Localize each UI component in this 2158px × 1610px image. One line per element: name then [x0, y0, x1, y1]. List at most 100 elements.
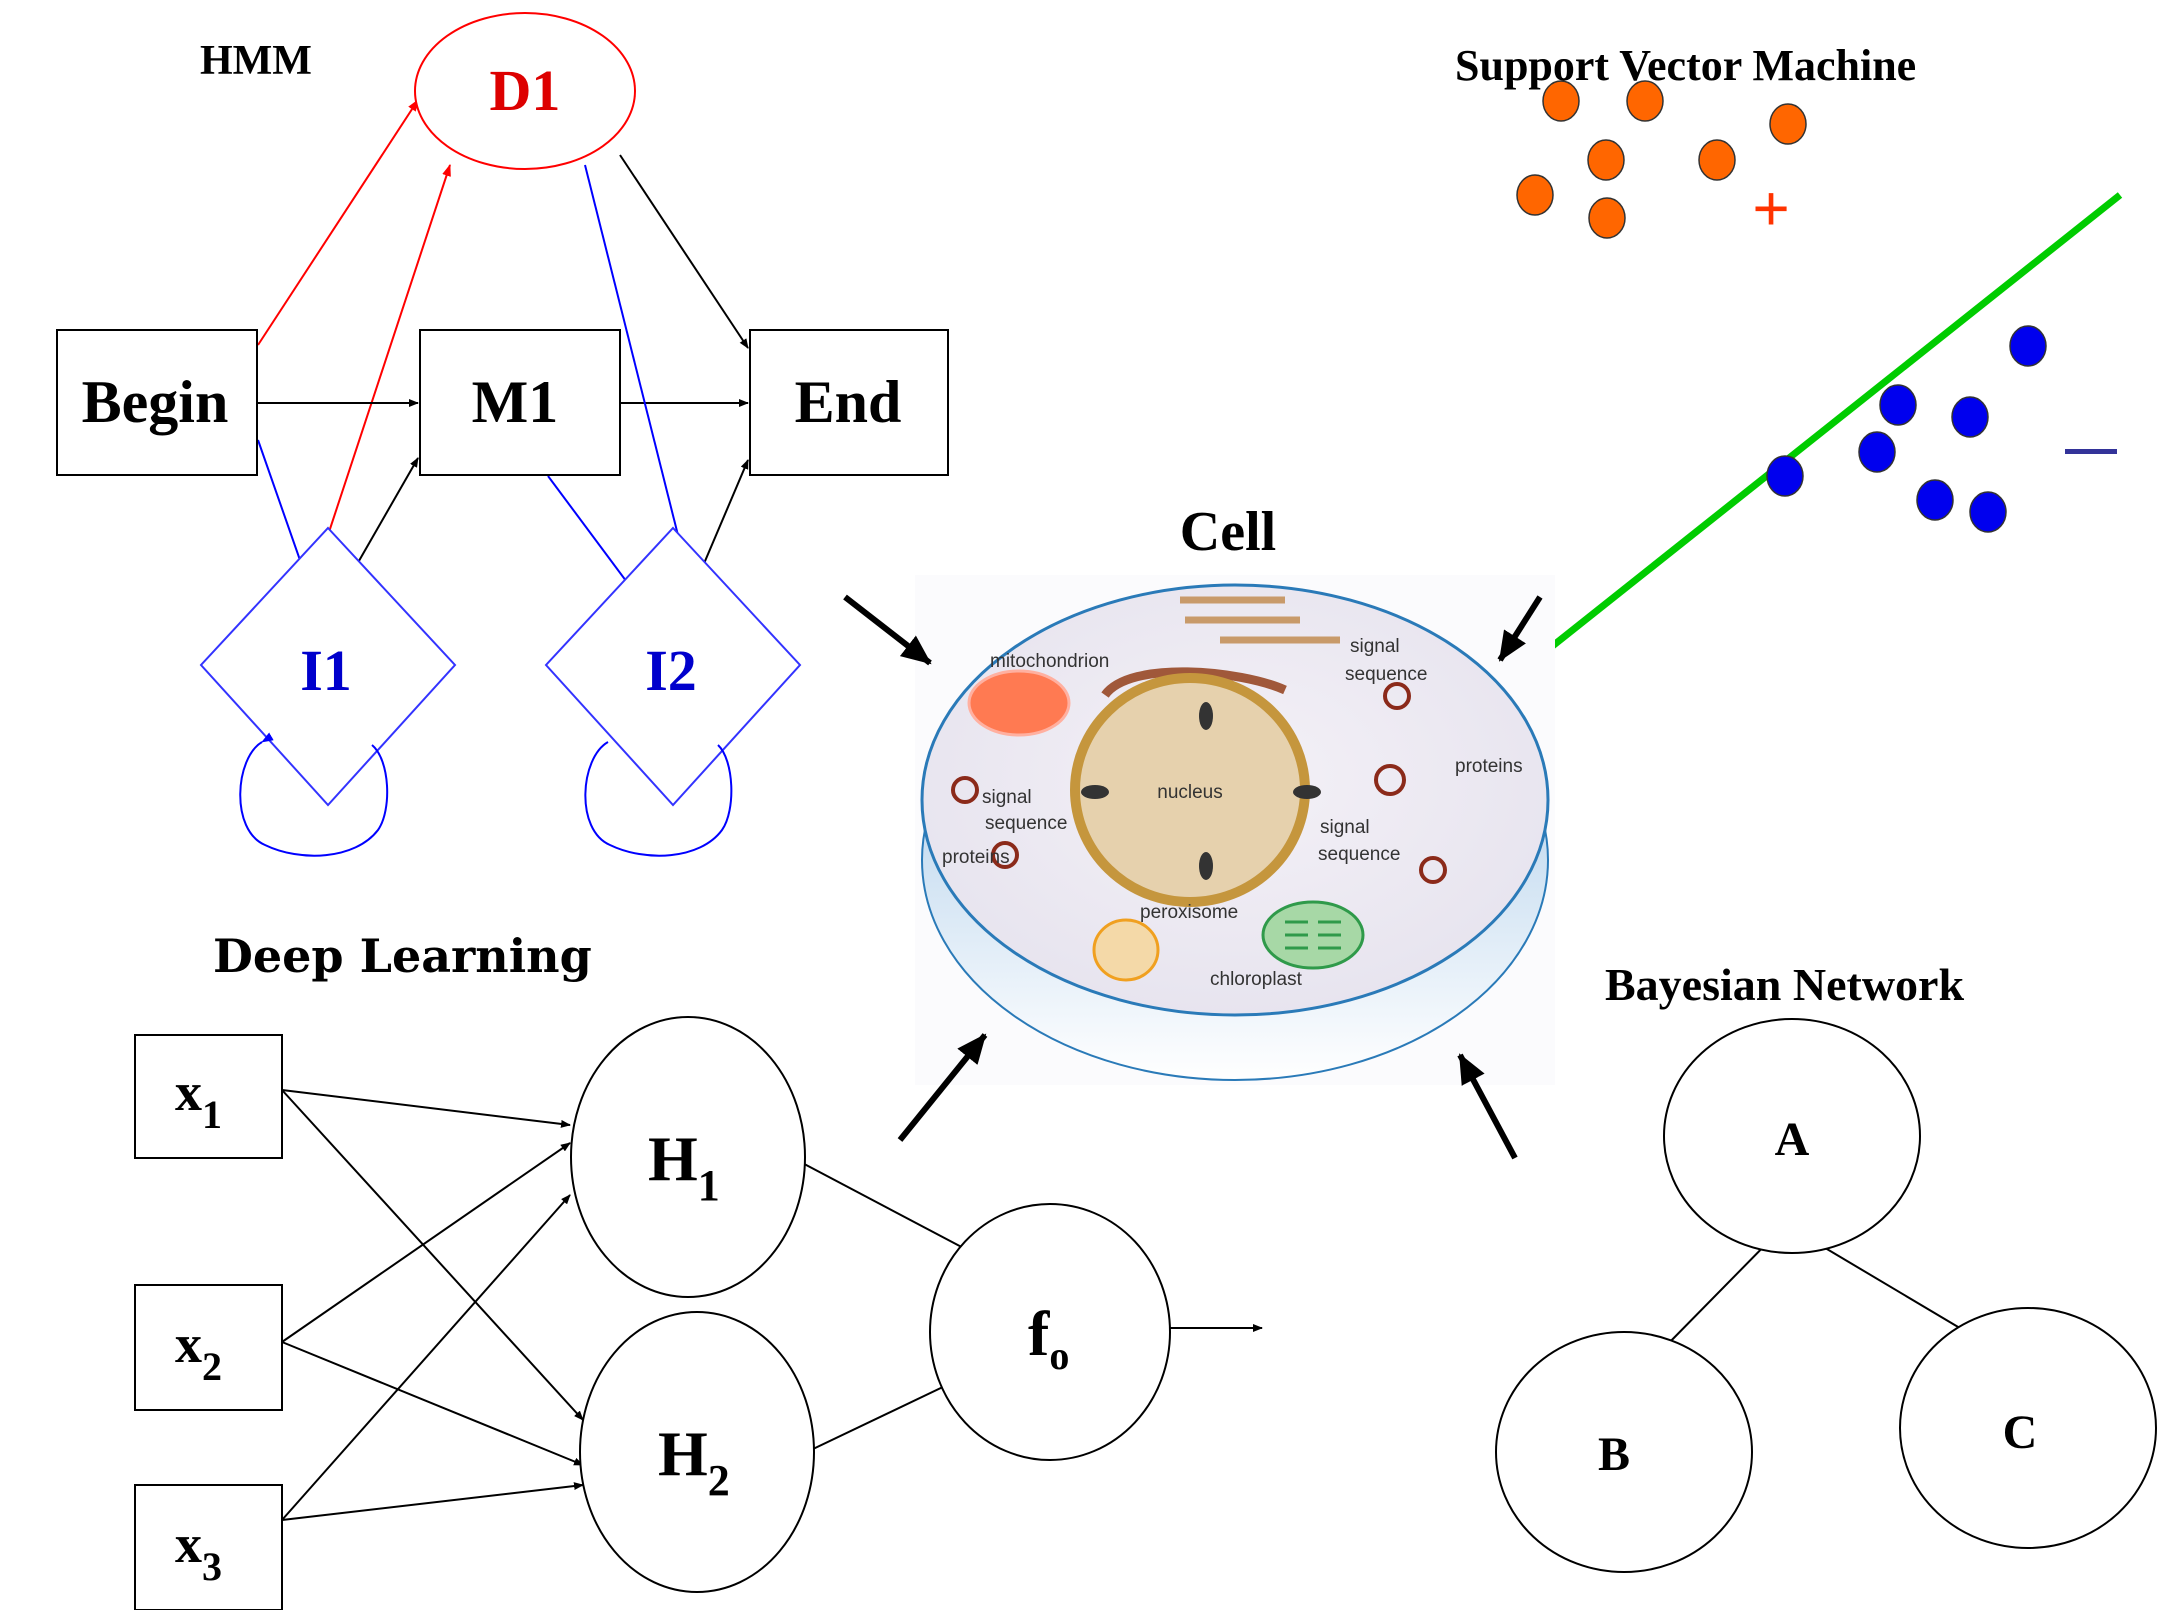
edge-x3-h2 [281, 1482, 584, 1521]
cell-label-chloroplast: chloroplast [1210, 969, 1303, 990]
svg-text:x3: x3 [175, 1514, 222, 1589]
i1-label: I1 [300, 638, 352, 703]
negative-point [1916, 479, 1954, 521]
bn-node-c: C [1899, 1307, 2157, 1549]
edge-d1-end [619, 154, 749, 349]
edge-h1-fo [773, 1147, 991, 1263]
dl-hidden-h2: H2 [579, 1311, 815, 1593]
svg-text:H1: H1 [648, 1123, 720, 1210]
cell-label-signal-top: signal [1350, 636, 1400, 657]
dl-edges [281, 1089, 1263, 1521]
svg-text:x1: x1 [175, 1062, 222, 1137]
negative-point [1879, 384, 1917, 426]
positive-point [1516, 174, 1554, 216]
dl-output-fo: fo [929, 1203, 1171, 1461]
i1-self-loop [239, 732, 389, 857]
bn-label-a: A [1775, 1113, 1810, 1166]
edge-x2-h1 [281, 1142, 571, 1343]
x2-base: x [175, 1314, 202, 1374]
bayesian-network-panel: Bayesian Network [1495, 959, 2157, 1573]
edge-m1-i2 [547, 475, 639, 598]
m1-label: M1 [472, 369, 559, 435]
edge-i1-m1 [347, 457, 419, 581]
hmm-title: HMM [200, 38, 312, 84]
svg-text:H2: H2 [658, 1418, 730, 1505]
d1-label: D1 [490, 58, 561, 123]
dl-hidden-h1: H1 [570, 1016, 806, 1298]
cell-label-sequence-top: sequence [1345, 664, 1427, 685]
bayesian-network-title: Bayesian Network [1605, 959, 1964, 1010]
x1-sub: 1 [202, 1092, 222, 1137]
x3-sub: 3 [202, 1544, 222, 1589]
cell-label-signal-right: signal [1320, 817, 1370, 838]
edge-i1-d1 [327, 164, 451, 536]
cell-label-signal-left: signal [982, 787, 1032, 808]
cell-panel: Cell mitochondrion nucleus peroxisome ch… [843, 501, 1555, 1160]
edge-x1-h2 [281, 1089, 584, 1421]
i2-self-loop [584, 741, 733, 857]
hmm-node-end: End [749, 329, 949, 476]
bn-node-a: A [1663, 1018, 1921, 1254]
bn-label-c: C [2003, 1406, 2038, 1459]
fo-base: f [1028, 1298, 1050, 1369]
svm-hyperplane [1547, 192, 2123, 651]
begin-label: Begin [82, 369, 229, 435]
hmm-node-i1: I1 [199, 526, 457, 857]
cell-label-sequence-right: sequence [1318, 844, 1400, 865]
edge-a-to-c [1799, 1232, 1981, 1341]
dl-input-x3: x3 [134, 1484, 283, 1610]
svm-positive-points [1516, 80, 1807, 239]
svm-negative-points [1766, 325, 2047, 533]
negative-point [1858, 431, 1896, 473]
edge-x1-h1 [281, 1089, 571, 1128]
x1-base: x [175, 1062, 202, 1122]
end-label: End [795, 369, 902, 435]
negative-class-label [2065, 449, 2117, 454]
arrow-bn-to-cell [1457, 1053, 1518, 1160]
cell-label-peroxisome: peroxisome [1140, 902, 1238, 923]
deep-learning-panel: Deep Learning x1 x2 x3 [134, 929, 1263, 1610]
positive-point [1626, 80, 1664, 122]
h2-base: H [658, 1418, 708, 1489]
edge-i2-end [696, 459, 749, 581]
cell-label-nucleus: nucleus [1157, 782, 1223, 803]
edge-a-to-b [1661, 1231, 1779, 1351]
positive-point [1769, 103, 1807, 145]
arrow-svm-to-cell [1497, 595, 1543, 662]
bn-node-b: B [1495, 1331, 1753, 1573]
negative-point [1951, 396, 1989, 438]
edge-h2-fo [789, 1374, 969, 1461]
hmm-node-begin: Begin [56, 329, 258, 476]
positive-class-label: + [1752, 172, 1789, 244]
h1-sub: 1 [698, 1161, 720, 1210]
svm-title: Support Vector Machine [1455, 41, 1916, 90]
edge-x3-h1 [281, 1194, 571, 1521]
svg-text:x2: x2 [175, 1314, 222, 1389]
positive-point [1587, 139, 1625, 181]
h1-base: H [648, 1123, 698, 1194]
x2-sub: 2 [202, 1344, 222, 1389]
cell-label-sequence-left: sequence [985, 813, 1067, 834]
negative-point [1969, 491, 2007, 533]
chloroplast [1261, 900, 1365, 970]
hmm-node-m1: M1 [419, 329, 621, 476]
cell-label-mitochondrion: mitochondrion [990, 651, 1109, 672]
arrow-dl-to-cell [897, 1033, 988, 1142]
hmm-panel: HMM D1 Begin M1 End [56, 12, 949, 857]
positive-point [1698, 139, 1736, 181]
cell-title: Cell [1180, 501, 1276, 563]
svm-panel: Support Vector Machine + [1455, 41, 2123, 651]
dl-input-x1: x1 [134, 1034, 283, 1159]
nuclear-pore [1293, 785, 1321, 799]
edge-d1-i2 [584, 164, 692, 584]
edge-begin-d1 [257, 99, 419, 346]
positive-point [1588, 197, 1626, 239]
nuclear-pore [1081, 785, 1109, 799]
hmm-node-d1: D1 [414, 12, 636, 170]
negative-point [1766, 455, 1804, 497]
arrow-hmm-to-cell [843, 594, 932, 666]
x3-base: x [175, 1514, 202, 1574]
dl-input-x2: x2 [134, 1284, 283, 1411]
h2-sub: 2 [708, 1456, 730, 1505]
